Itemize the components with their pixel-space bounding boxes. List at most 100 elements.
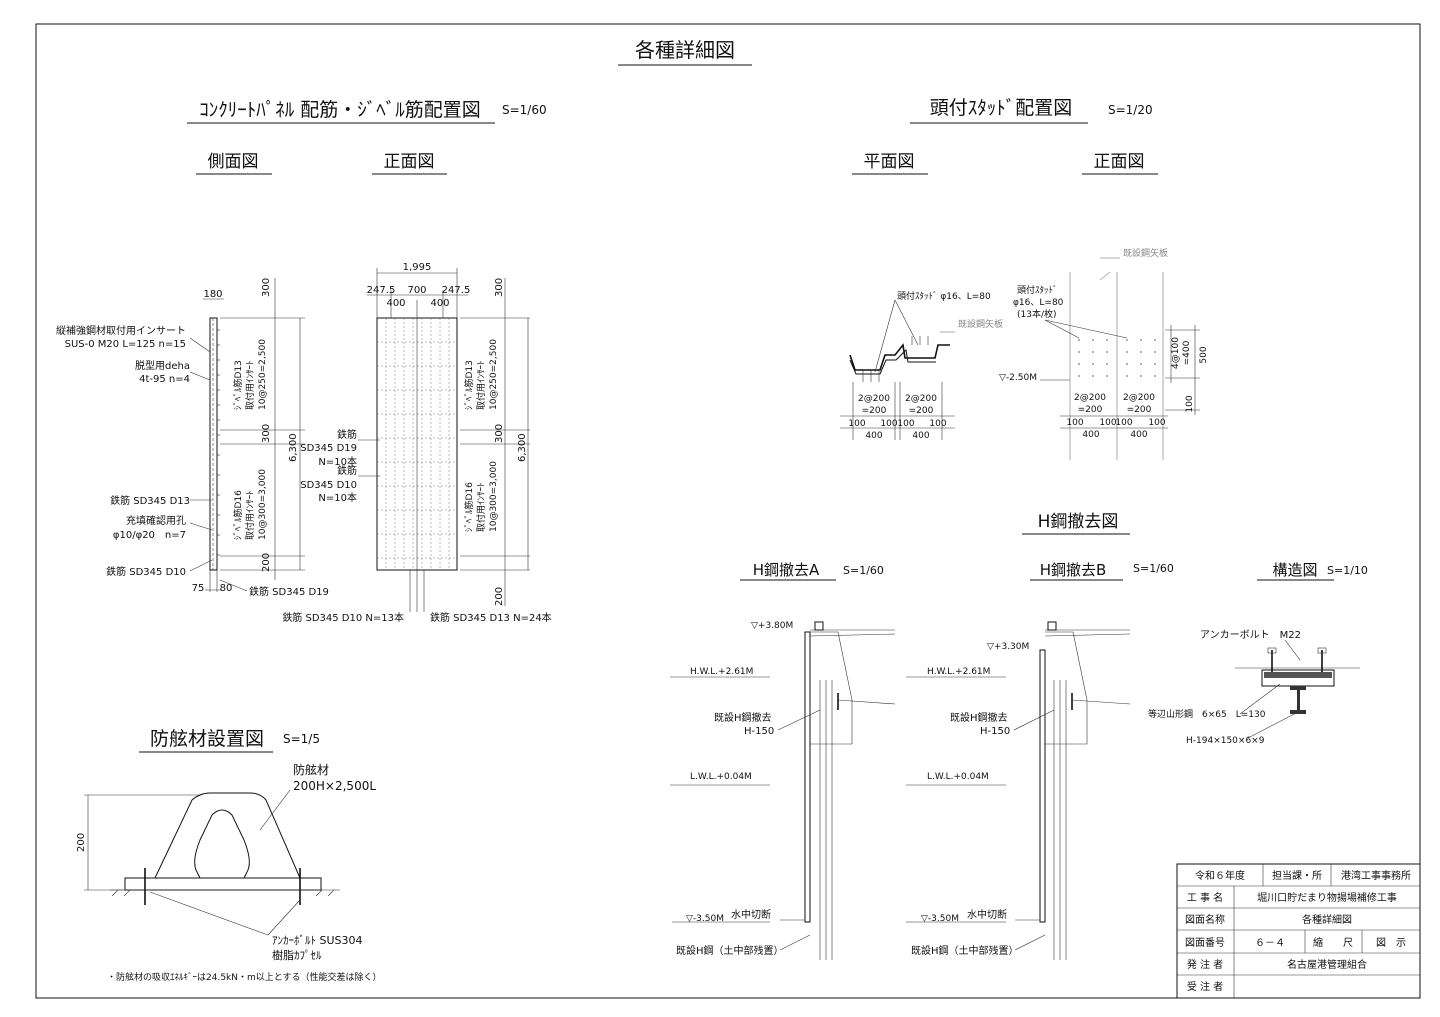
side-dim-75: 75	[192, 583, 205, 594]
front-rebar-b-2: SD345 D10	[300, 480, 357, 491]
stud-plan-2at200-b1: 2@200	[905, 394, 937, 404]
front-jibel2-a: ｼﾞﾍﾞﾙ筋D16	[463, 482, 475, 532]
side-deha-label-1: 脱型用deha	[135, 359, 190, 372]
front-dim-2475b: 247.5	[442, 285, 471, 296]
hbeam-a-removal-1: 既設H鋼撤去	[714, 711, 772, 724]
front-rebar-a-3: N=10本	[318, 455, 357, 468]
front-dim-400a: 400	[386, 298, 405, 309]
hbeam-s-scale: S=1/10	[1327, 564, 1368, 577]
fender-shape: 200	[76, 789, 340, 936]
side-jibel2-b: 取付用ｲﾝｻｰﾄ	[245, 490, 256, 540]
stud-front-100d: 100	[1148, 418, 1165, 428]
tb-work: 堀川口貯だまり物揚場補修工事	[1257, 891, 1397, 904]
hbeam-b-removal-1: 既設H鋼撤去	[950, 711, 1008, 724]
panel-scale: S=1/60	[502, 103, 547, 117]
tb-scale: 図 示	[1376, 937, 1406, 949]
side-jibel1-a: ｼﾞﾍﾞﾙ筋D13	[232, 360, 244, 410]
tb-dept-label: 担当課・所	[1272, 869, 1322, 882]
panel-title: ｺﾝｸﾘｰﾄﾊﾟﾈﾙ 配筋・ｼﾞﾍﾞﾙ筋配置図	[199, 99, 481, 121]
hbeam-section-label: H-194×150×6×9	[1186, 736, 1265, 746]
front-jibel2-b: 取付用ｲﾝｻｰﾄ	[476, 482, 487, 532]
front-bottom-label-a: 鉄筋 SD345 D10 N=13本	[282, 611, 404, 624]
front-dim-200: 200	[494, 587, 505, 606]
stud-section: 頭付ｽﾀｯﾄﾞ配置図 S=1/20 平面図 正面図 頭付ｽﾀｯﾄﾞ φ16、L=…	[840, 97, 1209, 460]
hbeam-a-cut: 水中切断	[731, 908, 771, 921]
hbeam-b-removal-2: H-150	[980, 726, 1010, 737]
hbeam-section: H鋼撤去図 H鋼撤去A S=1/60 H鋼撤去B S=1/60 構造図 S=1/…	[670, 512, 1368, 960]
side-deha-label-2: 4t-95 n=4	[139, 374, 190, 385]
tb-client: 名古屋港管理組合	[1287, 958, 1367, 971]
hbeam-b-hwl: H.W.L.+2.61M	[927, 667, 990, 677]
hbeam-b-low: ▽-3.50M	[921, 914, 959, 924]
tb-drawing: 各種詳細図	[1302, 913, 1352, 926]
fender-note: ・防舷材の吸収ｴﾈﾙｷﾞｰは24.5kN・m以上とする（性能交差は除く）	[107, 971, 381, 983]
stud-front-label-1: 頭付ｽﾀｯﾄﾞ	[1017, 285, 1058, 296]
hbeam-b-cut: 水中切断	[967, 908, 1007, 921]
sheet-title-text: 各種詳細図	[635, 38, 735, 62]
side-jibel1-b: 取付用ｲﾝｻｰﾄ	[245, 360, 256, 410]
side-dim-300b: 300	[261, 424, 272, 443]
front-rebar-b-3: N=10本	[318, 491, 357, 504]
stud-front-2at200-a1: 2@200	[1074, 393, 1106, 403]
stud-front-view: 既設鋼矢板 頭付ｽﾀｯﾄﾞ φ16、L=80 (13本/枚) ▽-2.50M	[999, 247, 1209, 460]
stud-plan-view-label: 平面図	[864, 152, 915, 172]
side-dim-300a: 300	[261, 278, 272, 297]
front-dim-300a: 300	[494, 278, 505, 297]
side-jibel2-a: ｼﾞﾍﾞﾙ筋D16	[232, 490, 244, 540]
hbeam-structure-drawing: アンカーボルト M22 等辺山形鋼 6×65 L=130 H-194×150×6…	[1148, 629, 1360, 746]
fender-scale: S=1/5	[283, 732, 320, 746]
front-jibel2-c: 10@300=3,000	[489, 461, 499, 532]
tb-num-label: 図面番号	[1185, 937, 1225, 949]
tb-work-label: 工 事 名	[1187, 891, 1223, 904]
stud-title: 頭付ｽﾀｯﾄﾞ配置図	[930, 97, 1073, 119]
hbeam-angle-label: 等辺山形鋼 6×65 L=130	[1148, 708, 1266, 720]
hbeam-a-hwl: H.W.L.+2.61M	[690, 667, 753, 677]
fender-bolt-label-1: ｱﾝｶｰﾎﾞﾙﾄ SUS304	[272, 934, 363, 947]
front-jibel1-a: ｼﾞﾍﾞﾙ筋D13	[463, 360, 475, 410]
stud-front-500: 500	[1199, 346, 1209, 363]
sheet-title: 各種詳細図	[618, 38, 752, 66]
side-insert-label-1: 縦補強鋼材取付用インサート	[56, 324, 186, 337]
hbeam-title: H鋼撤去図	[1038, 512, 1119, 532]
side-dim-200: 200	[261, 553, 272, 572]
stud-front-sheet-pile: 既設鋼矢板	[1123, 247, 1168, 259]
front-dim-400b: 400	[430, 298, 449, 309]
stud-front-400a: 400	[1082, 430, 1099, 440]
fender-title: 防舷材設置図	[150, 728, 264, 750]
hbeam-b-lwl: L.W.L.+0.04M	[927, 772, 989, 782]
hbeam-b-top: ▽+3.30M	[987, 642, 1029, 652]
panel-front-view: 1,995 247.5 700 247.5 400 400 300 300 20…	[282, 262, 551, 624]
stud-plan-100c: 100	[897, 419, 914, 429]
stud-front-2at200-a2: =200	[1078, 405, 1103, 415]
stud-plan-2at200-a2: =200	[862, 406, 887, 416]
stud-plan-label: 頭付ｽﾀｯﾄﾞ φ16、L=80	[897, 291, 991, 302]
front-dim-6300: 6,300	[517, 433, 528, 462]
fender-bolt-label-2: 樹脂ｶﾌﾟｾﾙ	[272, 948, 322, 962]
fender-label-1: 防舷材	[293, 762, 329, 777]
front-dim-2475a: 247.5	[367, 285, 396, 296]
stud-front-2at200-b1: 2@200	[1123, 393, 1155, 403]
stud-front-100: 100	[1185, 395, 1195, 412]
tb-year: 令和６年度	[1195, 869, 1245, 882]
stud-front-4at100: 4@100	[1171, 337, 1181, 369]
stud-plan-400b: 400	[912, 431, 929, 441]
stud-front-2at200-b2: =200	[1127, 405, 1152, 415]
title-block: 令和６年度 担当課・所 港湾工事事務所 工 事 名 堀川口貯だまり物揚場補修工事…	[1176, 863, 1421, 999]
stud-front-400b: 400	[1130, 430, 1147, 440]
stud-front-level: ▽-2.50M	[999, 373, 1037, 383]
hbeam-a-top: ▽+3.80M	[751, 621, 793, 631]
stud-front-100c: 100	[1115, 418, 1132, 428]
hbeam-a-removal-2: H-150	[744, 726, 774, 737]
hbeam-b-drawing: ▽+3.30M H.W.L.+2.61M 既設H鋼撤去 H-150 L.W.L.…	[906, 621, 1131, 960]
stud-front-eq400: =400	[1182, 340, 1192, 365]
front-rebar-b-1: 鉄筋	[337, 464, 357, 477]
stud-plan-100d: 100	[929, 419, 946, 429]
hbeam-a-scale: S=1/60	[843, 564, 884, 577]
hbeam-b-scale: S=1/60	[1133, 562, 1174, 575]
hbeam-b-title: H鋼撤去B	[1040, 561, 1107, 579]
stud-front-100b: 100	[1099, 418, 1116, 428]
stud-front-label-3: (13本/枚)	[1017, 308, 1057, 320]
stud-plan-400a: 400	[865, 431, 882, 441]
hbeam-a-drawing: ▽+3.80M H.W.L.+2.61M 既設H鋼撤去 H-150 L.W.L.…	[670, 621, 896, 960]
stud-plan-100a: 100	[848, 419, 865, 429]
